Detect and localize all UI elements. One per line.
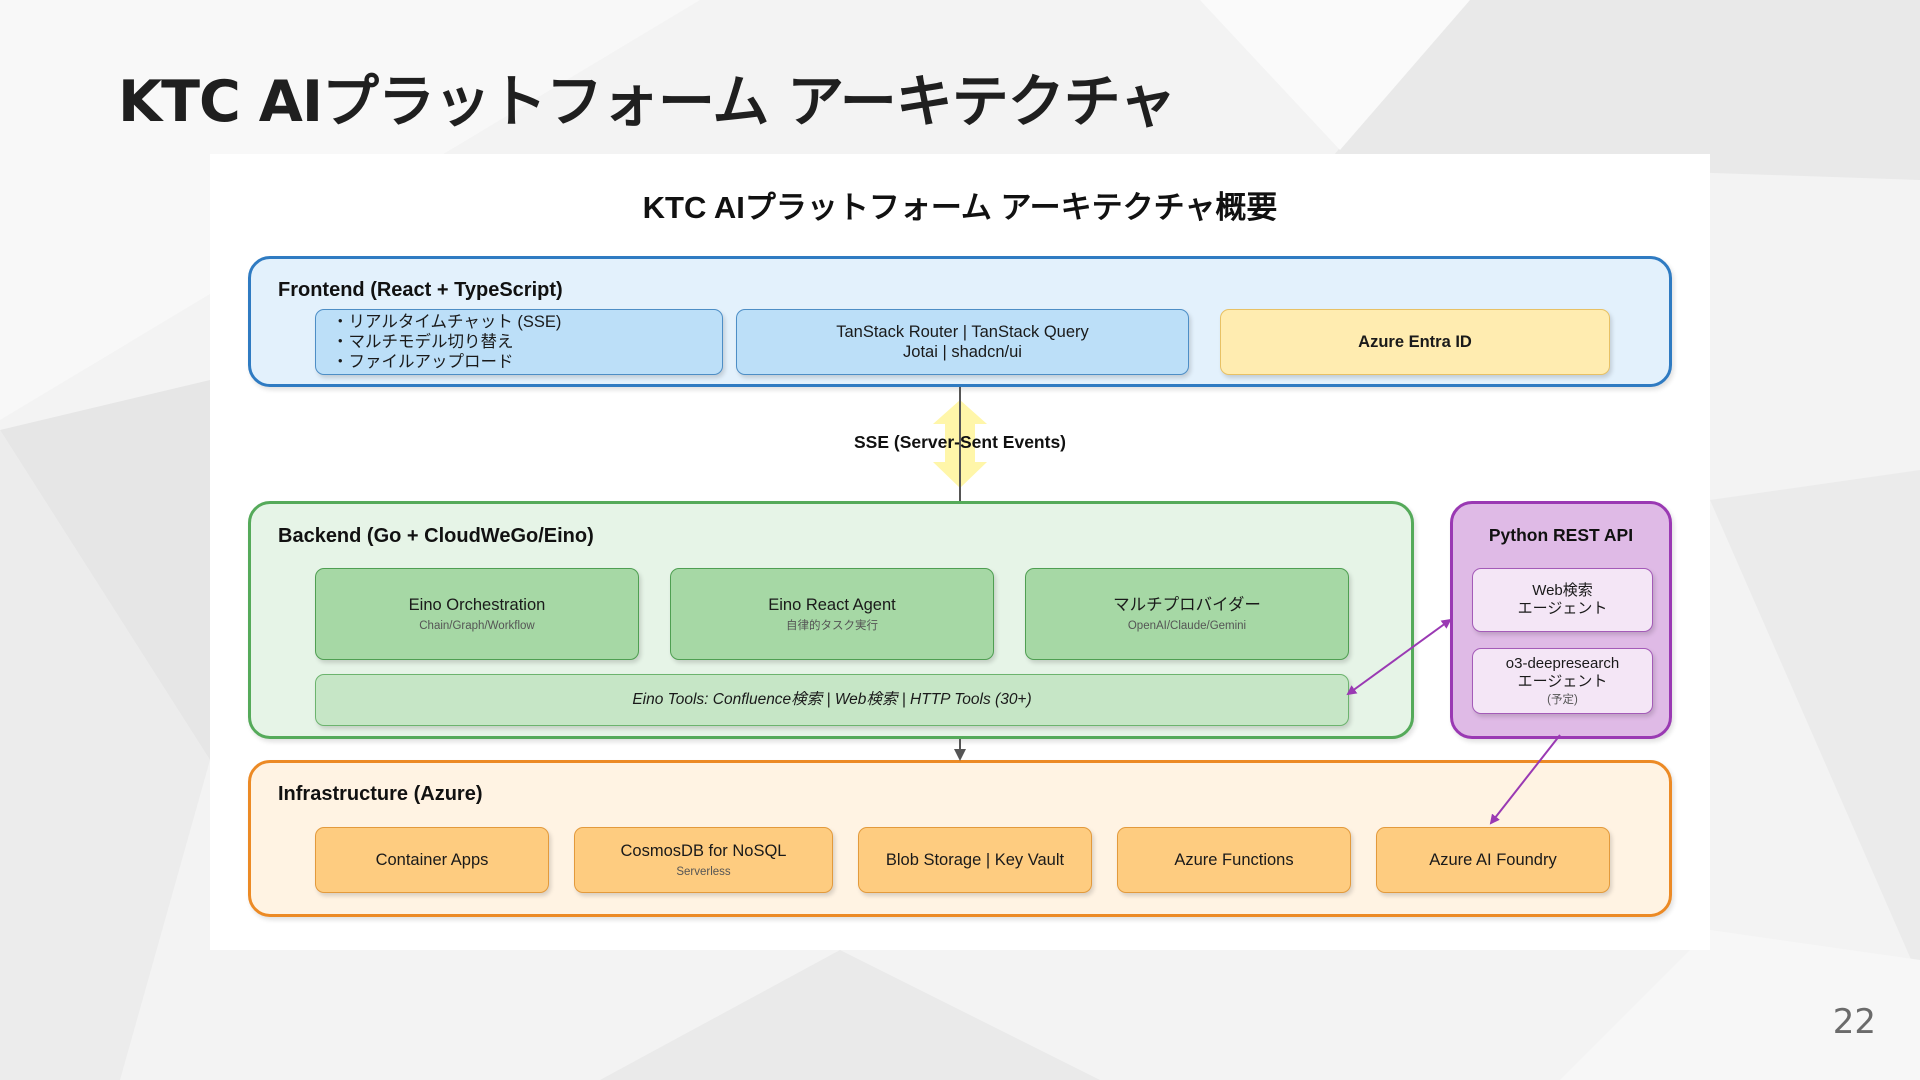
- multi-provider-sub: OpenAI/Claude/Gemini: [1127, 619, 1247, 632]
- deepresearch-agent-note: (予定): [1547, 693, 1578, 706]
- container-apps-label: Container Apps: [375, 851, 489, 869]
- eino-react-agent-label: Eino React Agent: [768, 595, 896, 614]
- deepresearch-agent-line-1: o3-deepresearch: [1505, 654, 1620, 672]
- slide-title: KTC AIプラットフォーム アーキテクチャ: [118, 69, 1176, 135]
- python-rest-api-layer: Python REST API Web検索 エージェント o3-deeprese…: [1450, 501, 1672, 739]
- frontend-features-box: ・リアルタイムチャット (SSE) ・マルチモデル切り替え ・ファイルアップロー…: [315, 309, 723, 375]
- backend-layer: Backend (Go + CloudWeGo/Eino) Eino Orche…: [248, 501, 1414, 739]
- frontend-layer-title: Frontend (React + TypeScript): [278, 279, 563, 301]
- azure-entra-id-box: Azure Entra ID: [1220, 309, 1610, 375]
- deepresearch-agent-box: o3-deepresearch エージェント (予定): [1472, 648, 1653, 714]
- deepresearch-agent-line-2: エージェント: [1517, 672, 1608, 690]
- blob-storage-key-vault-label: Blob Storage | Key Vault: [885, 851, 1065, 869]
- infrastructure-layer-title: Infrastructure (Azure): [278, 783, 483, 805]
- blob-storage-key-vault-box: Blob Storage | Key Vault: [858, 827, 1092, 893]
- frontend-layer: Frontend (React + TypeScript) ・リアルタイムチャッ…: [248, 256, 1672, 387]
- eino-orchestration-label: Eino Orchestration: [408, 595, 546, 614]
- eino-tools-box: Eino Tools: Confluence検索 | Web検索 | HTTP …: [315, 674, 1349, 726]
- python-to-ai-foundry-arrow: [1489, 734, 1561, 825]
- web-search-agent-box: Web検索 エージェント: [1472, 568, 1653, 632]
- python-rest-api-title: Python REST API: [1488, 525, 1634, 545]
- container-apps-box: Container Apps: [315, 827, 549, 893]
- backend-layer-title: Backend (Go + CloudWeGo/Eino): [278, 525, 594, 547]
- infrastructure-layer: Infrastructure (Azure) Container Apps Co…: [248, 760, 1672, 917]
- web-search-agent-line-1: Web検索: [1532, 582, 1593, 599]
- libraries-line-2: Jotai | shadcn/ui: [903, 343, 1022, 361]
- eino-orchestration-box: Eino Orchestration Chain/Graph/Workflow: [315, 568, 639, 660]
- sse-connection-label: SSE (Server-Sent Events): [853, 432, 1067, 452]
- eino-tools-label: Eino Tools: Confluence検索 | Web検索 | HTTP …: [632, 691, 1032, 708]
- libraries-line-1: TanStack Router | TanStack Query: [836, 323, 1089, 341]
- diagram-title: KTC AIプラットフォーム アーキテクチャ概要: [642, 190, 1278, 225]
- azure-functions-box: Azure Functions: [1117, 827, 1351, 893]
- eino-react-agent-sub: 自律的タスク実行: [786, 619, 878, 632]
- web-search-agent-line-2: エージェント: [1517, 600, 1608, 617]
- eino-orchestration-sub: Chain/Graph/Workflow: [419, 619, 535, 632]
- cosmosdb-box: CosmosDB for NoSQL Serverless: [574, 827, 833, 893]
- architecture-diagram: KTC AIプラットフォーム アーキテクチャ概要 Frontend (React…: [210, 154, 1710, 950]
- connector-layer: [933, 387, 1561, 825]
- feature-multi-model: ・マルチモデル切り替え: [332, 333, 514, 351]
- feature-realtime-chat: ・リアルタイムチャット (SSE): [332, 313, 562, 331]
- azure-ai-foundry-box: Azure AI Foundry: [1376, 827, 1610, 893]
- cosmosdb-label: CosmosDB for NoSQL: [620, 841, 787, 860]
- multi-provider-box: マルチプロバイダー OpenAI/Claude/Gemini: [1025, 568, 1349, 660]
- multi-provider-label: マルチプロバイダー: [1113, 595, 1261, 614]
- cosmosdb-sub: Serverless: [676, 865, 731, 878]
- azure-ai-foundry-label: Azure AI Foundry: [1429, 851, 1557, 869]
- tools-python-bidirectional-arrow: [1346, 618, 1452, 696]
- page-number: 22: [1832, 1002, 1876, 1042]
- azure-entra-id-label: Azure Entra ID: [1358, 333, 1472, 351]
- feature-file-upload: ・ファイルアップロード: [332, 353, 514, 371]
- eino-react-agent-box: Eino React Agent 自律的タスク実行: [670, 568, 994, 660]
- azure-functions-label: Azure Functions: [1174, 851, 1294, 869]
- frontend-libraries-box: TanStack Router | TanStack Query Jotai |…: [736, 309, 1189, 375]
